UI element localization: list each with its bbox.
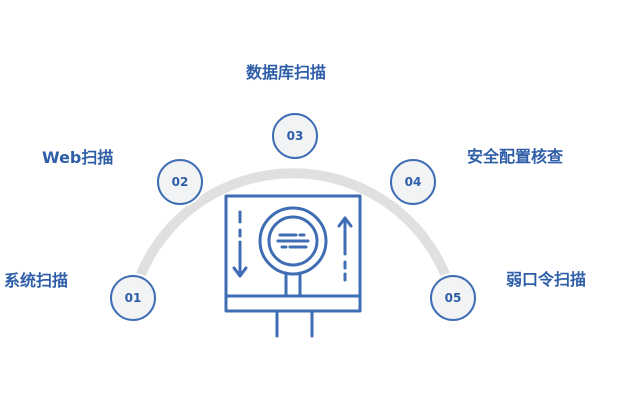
step-node-01: 01	[110, 275, 156, 321]
step-node-03: 03	[272, 113, 318, 159]
step-number: 03	[286, 129, 304, 143]
step-node-02: 02	[157, 159, 203, 205]
step-number: 01	[124, 291, 142, 305]
step-number: 04	[404, 175, 422, 189]
step-label-03: 数据库扫描	[246, 63, 327, 82]
step-label-01: 系统扫描	[4, 271, 69, 290]
step-label-04: 安全配置核查	[467, 147, 564, 166]
step-node-05: 05	[430, 275, 476, 321]
step-number: 02	[171, 175, 189, 189]
step-node-04: 04	[390, 159, 436, 205]
step-number: 05	[444, 291, 462, 305]
step-label-05: 弱口令扫描	[506, 270, 587, 289]
step-label-02: Web扫描	[42, 148, 114, 167]
